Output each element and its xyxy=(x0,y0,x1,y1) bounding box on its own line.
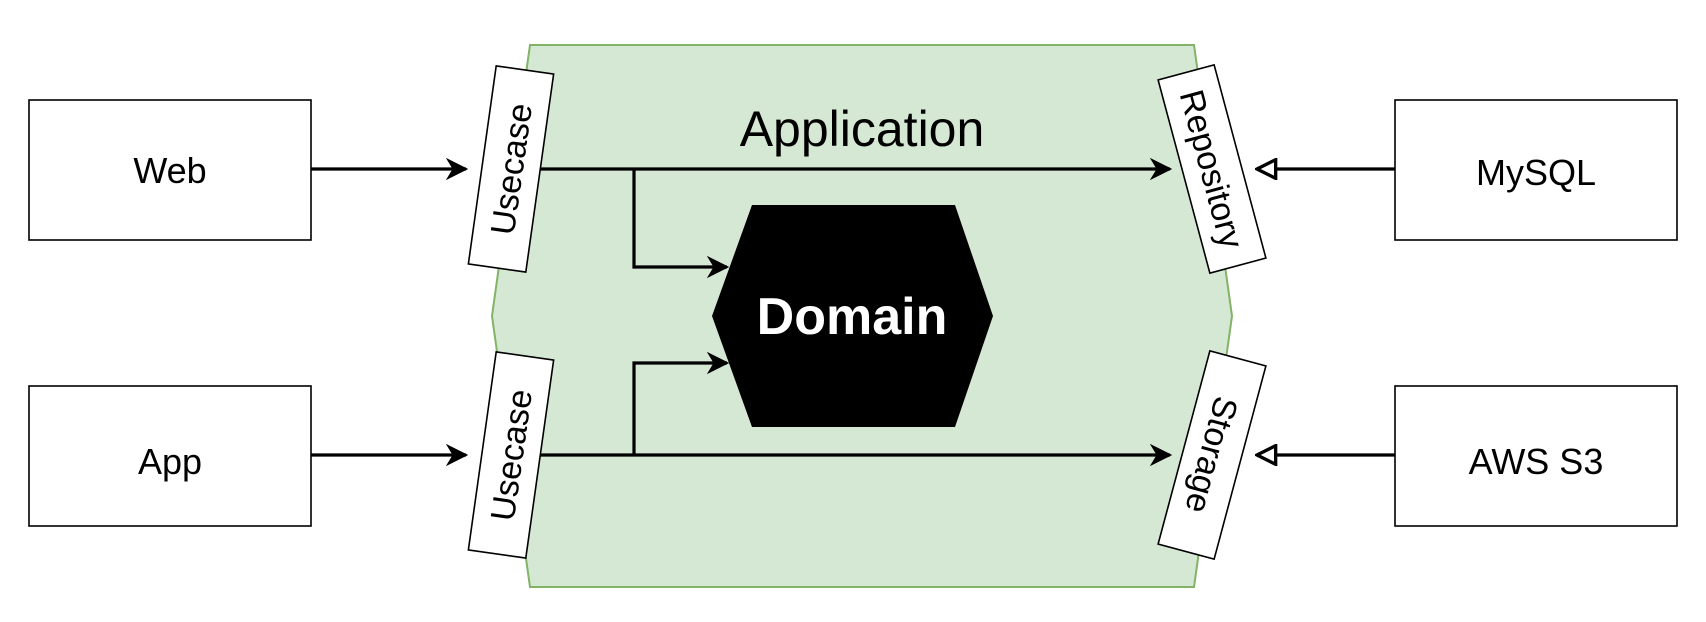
aws-s3-node: AWS S3 xyxy=(1394,385,1678,527)
web-label: Web xyxy=(133,150,206,191)
usecase-port-web: Usecase xyxy=(467,65,555,273)
app-label: App xyxy=(138,441,202,482)
edge-usecase-to-domain-bottom xyxy=(632,351,730,455)
domain-label: Domain xyxy=(757,288,948,346)
aws-s3-label: AWS S3 xyxy=(1469,441,1604,482)
mysql-node: MySQL xyxy=(1394,99,1678,241)
edge-usecase-to-domain-top xyxy=(632,169,730,279)
usecase-port-app: Usecase xyxy=(467,351,555,559)
app-node: App xyxy=(28,385,312,527)
mysql-label: MySQL xyxy=(1476,152,1596,193)
application-title: Application xyxy=(740,101,985,157)
web-node: Web xyxy=(28,99,312,241)
domain-hexagon xyxy=(712,205,993,427)
